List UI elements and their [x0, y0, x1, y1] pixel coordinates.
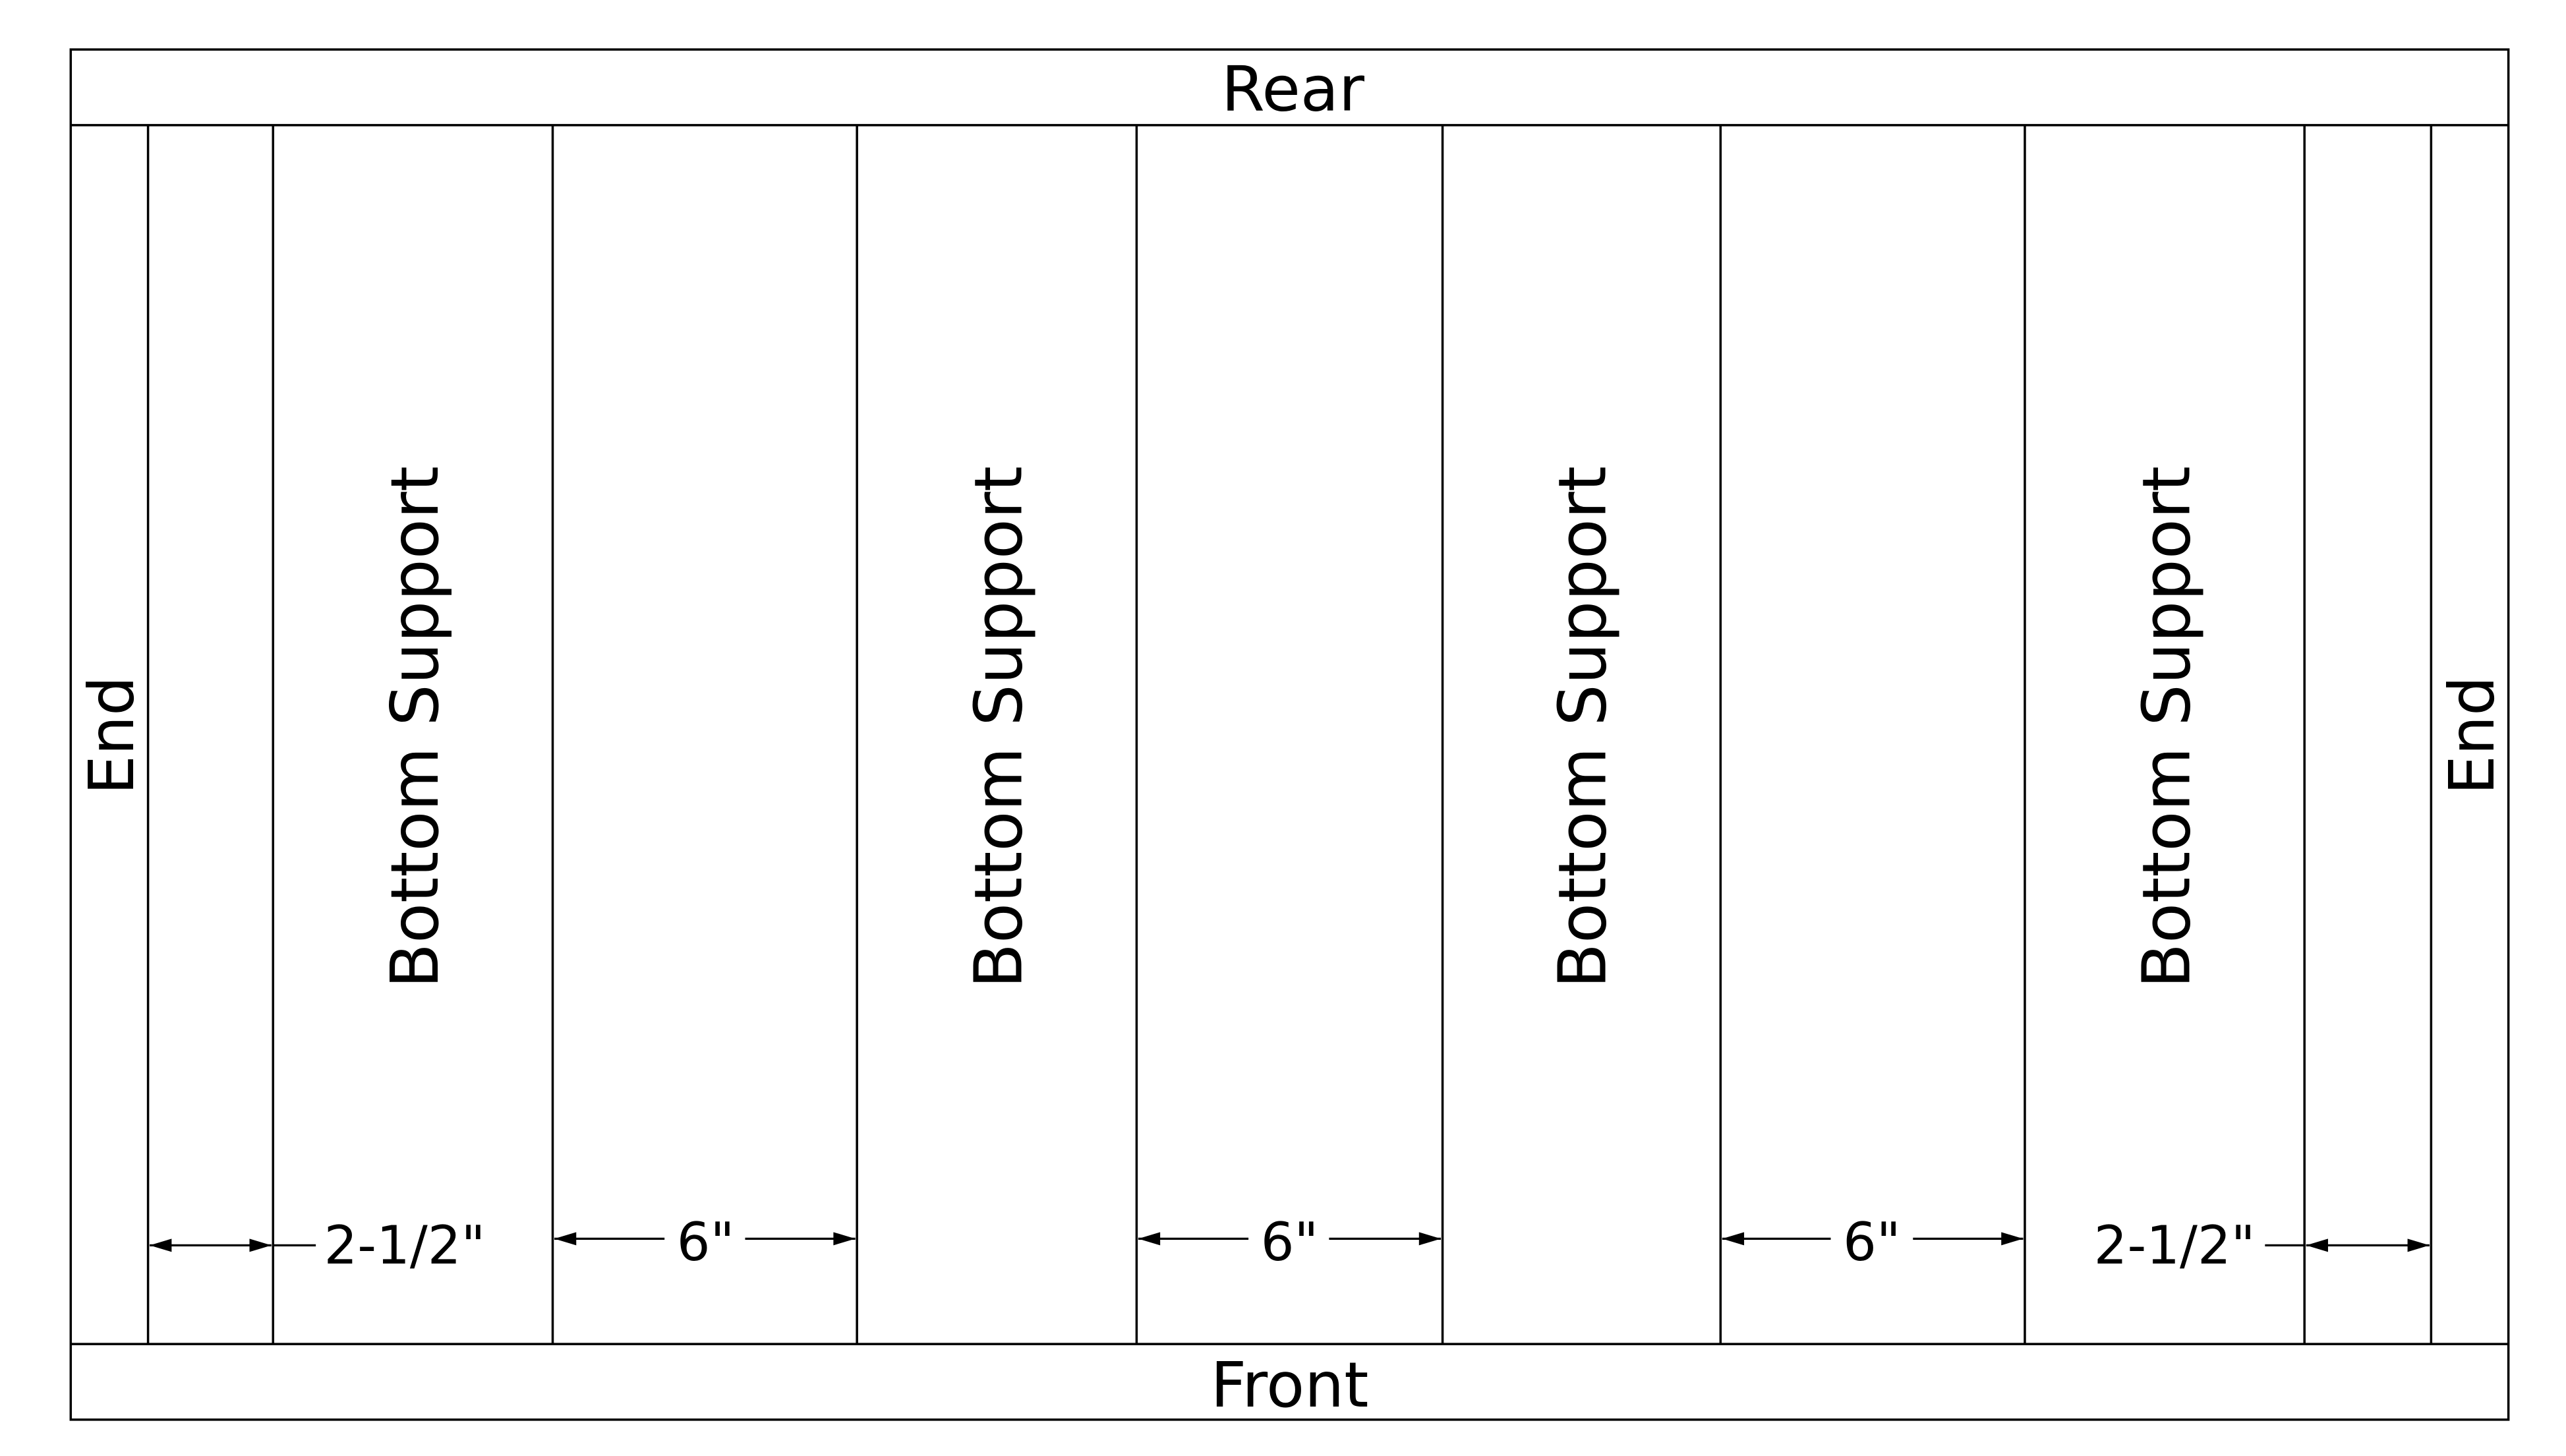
- bottom-support-label-2: Bottom Support: [960, 466, 1037, 988]
- bottom-support-label-4: Bottom Support: [2128, 466, 2205, 988]
- outer-frame: [69, 48, 2510, 1421]
- dimension-label: 6": [1261, 1211, 1319, 1273]
- bottom-support-label-1: Bottom Support: [376, 466, 453, 988]
- dimension-gap-2: 6": [1138, 1211, 1442, 1273]
- dimension-label: 2-1/2": [2094, 1215, 2256, 1276]
- dimension-label: 6": [677, 1211, 735, 1273]
- dimension-right-gap: 2-1/2": [2094, 1215, 2430, 1276]
- dimension-gap-3: 6": [1722, 1211, 2024, 1273]
- bottom-support-label-3: Bottom Support: [1544, 466, 1621, 988]
- end-right-label: End: [2436, 676, 2509, 795]
- dimension-gap-1: 6": [554, 1211, 856, 1273]
- dimension-label: 2-1/2": [324, 1215, 485, 1276]
- dimension-left-gap: 2-1/2": [150, 1215, 485, 1276]
- end-left-label: End: [76, 676, 148, 795]
- vertical-dividers: [146, 125, 2433, 1345]
- front-label: Front: [1211, 1349, 1369, 1422]
- rear-label: Rear: [1221, 53, 1364, 125]
- dimension-label: 6": [1843, 1211, 1901, 1273]
